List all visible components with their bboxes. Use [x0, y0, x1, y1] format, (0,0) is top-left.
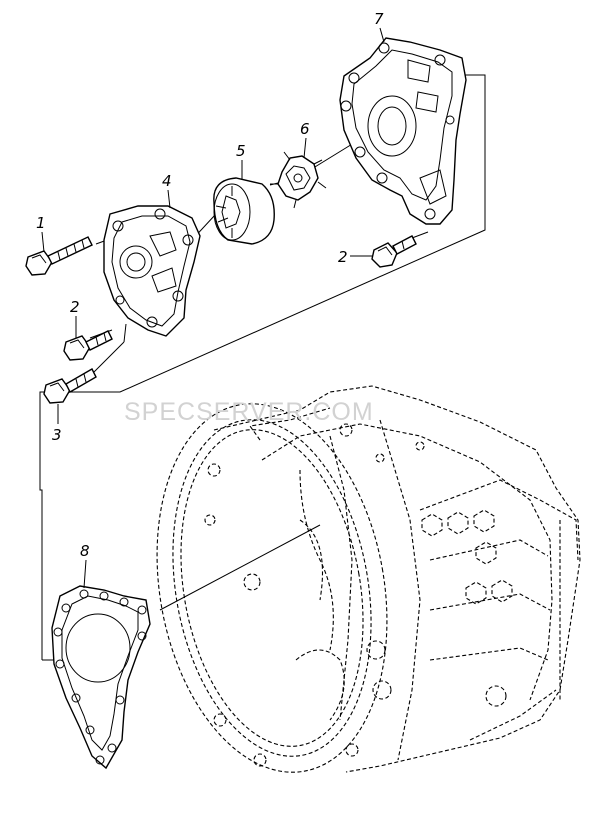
callout-8: 8 — [80, 542, 90, 560]
callout-4: 4 — [162, 172, 172, 190]
bolt-part-2-right — [371, 235, 417, 268]
callout-2-left: 2 — [70, 298, 80, 316]
callout-3: 3 — [52, 426, 62, 444]
callout-2-right: 2 — [338, 248, 348, 266]
bolt-part-2-left — [63, 330, 113, 361]
transmission-housing-phantom — [156, 385, 581, 773]
watermark-text: SPECSERVER.COM — [124, 398, 374, 426]
callout-1: 1 — [36, 214, 46, 232]
star-rotor-part-6 — [270, 151, 327, 209]
callout-5: 5 — [236, 142, 246, 160]
pump-housing-part-7 — [339, 37, 467, 225]
bolt-part-3 — [43, 368, 97, 404]
bolt-part-1 — [25, 236, 93, 276]
callout-6: 6 — [300, 120, 310, 138]
pump-cover-part-4 — [103, 205, 201, 337]
rotor-part-5 — [213, 177, 275, 245]
callout-7: 7 — [374, 10, 384, 28]
callout-leaders — [41, 27, 385, 589]
gasket-part-8 — [51, 585, 151, 770]
